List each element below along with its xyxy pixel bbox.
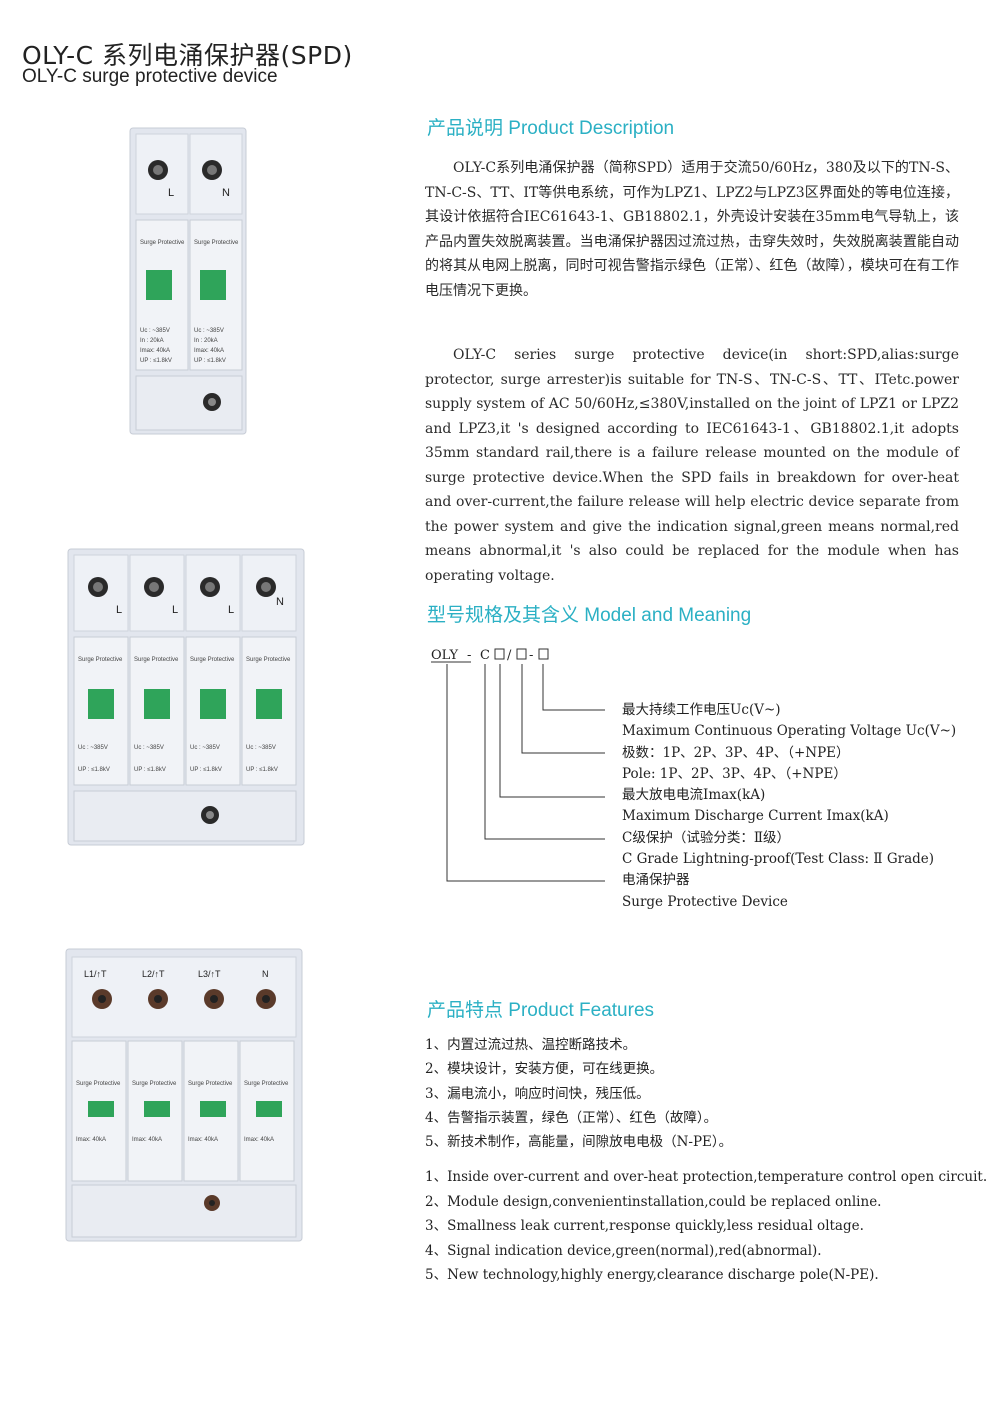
spec-uc: Uc : ~385V (134, 745, 164, 751)
features-cn-list: 1、内置过流过热、温控断路技术。 2、模块设计，安装方便，可在线更换。 3、漏电… (425, 1033, 965, 1154)
model-box-imax (494, 648, 505, 660)
spd-4pole-front-image: L1/↑T L2/↑T L3/↑T N Surge Protective Sur… (65, 948, 303, 1242)
model-legend: 最大持续工作电压Uc(V~) Maximum Continuous Operat… (622, 700, 982, 913)
spec-imax: Imax: 40kA (76, 1137, 106, 1143)
model-uc-en: Maximum Continuous Operating Voltage Uc(… (622, 723, 957, 740)
model-code-c: C (480, 648, 490, 663)
feature-cn-item: 3、漏电流小，响应时间快，残压低。 (425, 1085, 650, 1102)
feature-en-item: 5、New technology,highly energy,clearance… (425, 1267, 879, 1283)
spec-up: UP : ≤1.8kV (190, 767, 222, 773)
model-pole-cn: 极数：1P、2P、3P、4P、（+NPE） (622, 744, 850, 761)
model-code-prefix: OLY (431, 648, 458, 663)
svg-text:-: - (529, 648, 533, 663)
spec-uc: Uc : ~385V (140, 328, 170, 334)
module-label: Surge Protective (134, 657, 179, 663)
page-title-en: OLY-C surge protective device (22, 66, 278, 87)
model-spd-en: Surge Protective Device (622, 893, 788, 910)
model-grade-cn: C级保护（试验分类：Ⅱ级） (622, 829, 791, 846)
terminal-label: L3/↑T (198, 969, 221, 979)
model-diagram-lines: OLY - C / - (431, 648, 605, 882)
model-box-pole (516, 648, 527, 660)
description-en: OLY-C series surge protective device(in … (425, 343, 959, 588)
feature-en-item: 1、Inside over-current and over-heat prot… (425, 1169, 988, 1185)
spec-imax: Imax: 40kA (140, 348, 170, 354)
module-label: Surge Protective (194, 240, 239, 246)
terminal-row (73, 554, 297, 632)
model-spd-cn: 电涌保护器 (622, 872, 690, 889)
model-heading: 型号规格及其含义 Model and Meaning (427, 605, 752, 626)
spec-up: UP : ≤1.8kV (194, 358, 226, 364)
terminal-label: N (222, 187, 230, 199)
page-title-cn: OLY-C 系列电涌保护器(SPD) (22, 41, 353, 70)
feature-en-item: 3、Smallness leak current,response quickl… (425, 1218, 864, 1234)
spec-up: UP : ≤1.8kV (78, 767, 110, 773)
module-label: Surge Protective (188, 1081, 233, 1087)
spec-up: UP : ≤1.8kV (246, 767, 278, 773)
terminal-label: L (228, 604, 234, 616)
svg-text:/: / (507, 648, 512, 663)
description-heading: 产品说明 Product Description (427, 118, 675, 139)
terminal-label: L (172, 604, 178, 616)
spec-in: In : 20kA (140, 338, 164, 344)
module-label: Surge Protective (246, 657, 291, 663)
feature-cn-item: 1、内置过流过热、温控断路技术。 (425, 1037, 637, 1053)
description-cn: OLY-C系列电涌保护器（简称SPD）适用于交流50/60Hz，380及以下的T… (425, 156, 959, 303)
module-label: Surge Protective (140, 240, 185, 246)
spd-2pole-image: L N Surge Protective Surge Protective Uc… (129, 127, 247, 435)
module-label: Surge Protective (78, 657, 123, 663)
features-heading: 产品特点 Product Features (427, 1000, 655, 1021)
terminal-label: L (116, 604, 122, 616)
terminal-label: L2/↑T (142, 969, 165, 979)
spec-up: UP : ≤1.8kV (134, 767, 166, 773)
terminal-label: N (262, 969, 269, 979)
model-grade-en: C Grade Lightning-proof(Test Class: Ⅱ Gr… (622, 851, 935, 868)
model-box-uc (538, 648, 549, 660)
spec-uc: Uc : ~385V (246, 745, 276, 751)
terminal-label: N (276, 596, 284, 608)
model-imax-cn: 最大放电电流Imax(kA) (622, 787, 766, 804)
module-label: Surge Protective (244, 1081, 289, 1087)
feature-cn-item: 4、告警指示装置，绿色（正常）、红色（故障）。 (425, 1109, 718, 1126)
feature-en-item: 4、Signal indication device,green(normal)… (425, 1242, 822, 1259)
description-en-text: OLY-C series surge protective device(in … (425, 347, 959, 584)
model-imax-en: Maximum Discharge Current Imax(kA) (622, 808, 889, 825)
module-label: Surge Protective (76, 1081, 121, 1087)
spec-uc: Uc : ~385V (190, 745, 220, 751)
model-uc-cn: 最大持续工作电压Uc(V~) (622, 702, 781, 718)
module-label: Surge Protective (190, 657, 235, 663)
features-en-list: 1、Inside over-current and over-heat prot… (425, 1165, 988, 1288)
terminal-label: L1/↑T (84, 969, 107, 979)
spec-imax: Imax: 40kA (132, 1137, 162, 1143)
terminal-label: L (168, 187, 174, 199)
module-label: Surge Protective (132, 1081, 177, 1087)
feature-cn-item: 2、模块设计，安装方便，可在线更换。 (425, 1061, 664, 1078)
spec-imax: Imax: 40kA (188, 1137, 218, 1143)
spd-4pole-image: L L L N Surge Protective Surge Protectiv… (67, 548, 305, 846)
feature-cn-item: 5、新技术制作，高能量，间隙放电电极（N-PE）。 (425, 1134, 733, 1151)
feature-en-item: 2、Module design,convenientinstallation,c… (425, 1193, 882, 1210)
spec-imax: Imax: 40kA (194, 348, 224, 354)
spec-uc: Uc : ~385V (78, 745, 108, 751)
spec-uc: Uc : ~385V (194, 328, 224, 334)
spec-in: In : 20kA (194, 338, 218, 344)
description-cn-text: OLY-C系列电涌保护器（简称SPD）适用于交流50/60Hz，380及以下的T… (425, 160, 959, 299)
spec-up: UP : ≤1.8kV (140, 358, 172, 364)
spec-imax: Imax: 40kA (244, 1137, 274, 1143)
svg-text:-: - (467, 648, 471, 663)
model-pole-en: Pole: 1P、2P、3P、4P、（+NPE） (622, 765, 847, 782)
